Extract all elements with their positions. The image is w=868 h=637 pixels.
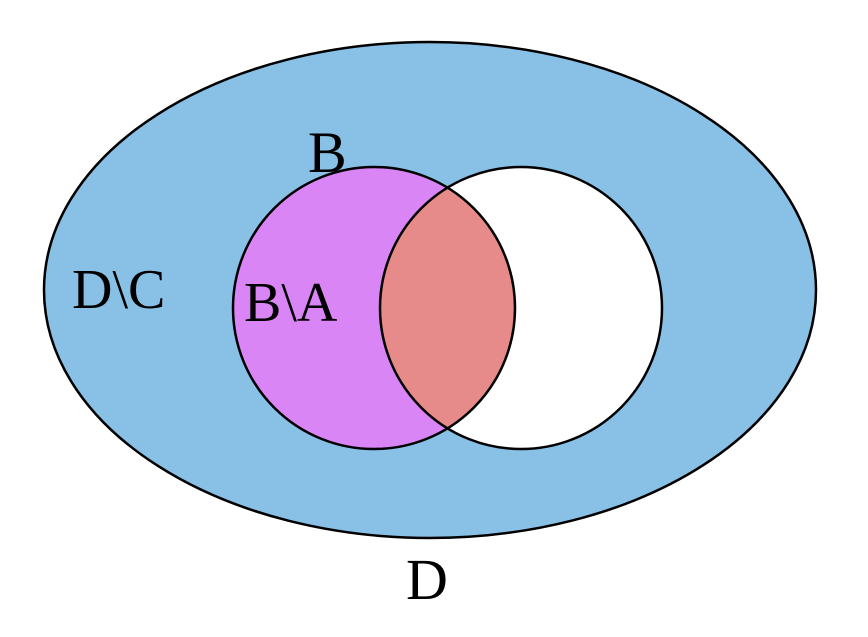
label-d: D	[406, 547, 448, 612]
left-circle-outline	[231, 165, 517, 451]
label-b: B	[308, 120, 347, 185]
right-circle-outline	[378, 165, 664, 451]
intersection-region	[380, 167, 515, 449]
label-d-minus-c: D\C	[72, 259, 165, 321]
label-b-minus-a: B\A	[244, 272, 338, 334]
